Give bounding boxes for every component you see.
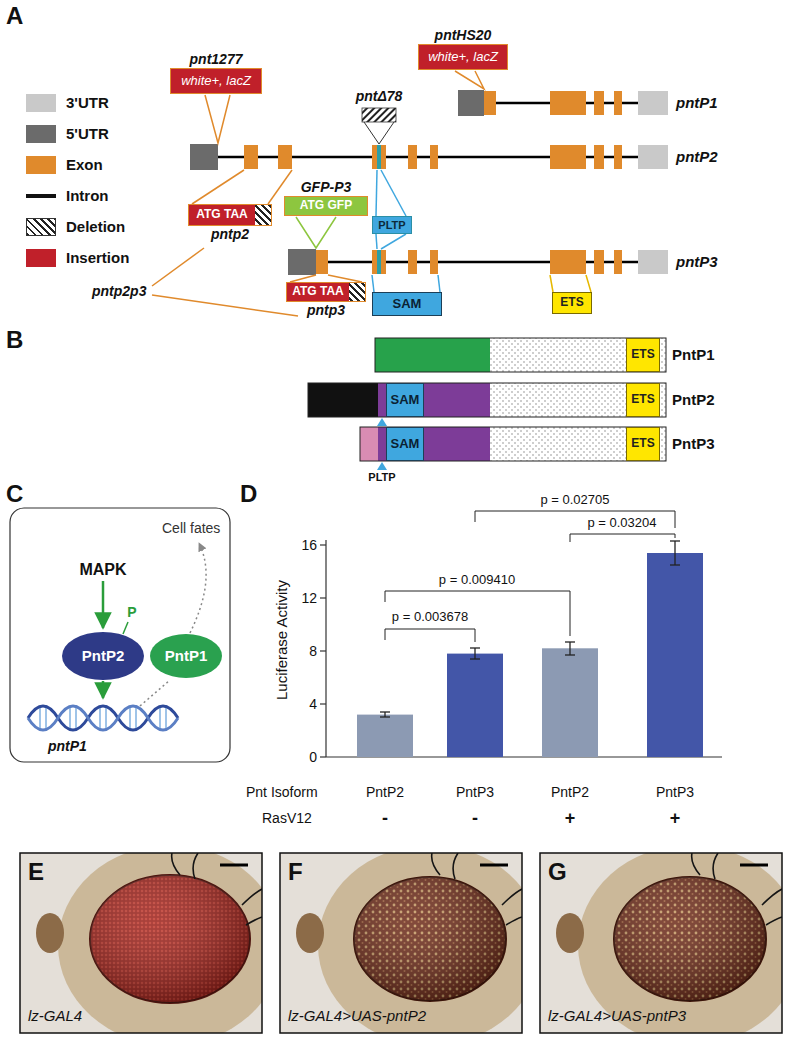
legend-swatch xyxy=(26,187,56,205)
transcript-name: pntP3 xyxy=(676,253,718,270)
node-text: PntP1 xyxy=(165,648,208,665)
gene-models xyxy=(152,71,668,316)
legend-swatch xyxy=(26,218,56,236)
condition-sign: - xyxy=(472,808,478,829)
node-text: ATG TAA xyxy=(292,285,344,298)
genotype-caption: lz-GAL4>UAS-pntP2 xyxy=(288,1007,426,1024)
protein-bars xyxy=(308,338,666,470)
pathway-panel xyxy=(10,508,230,762)
allele-label: pnt1277 xyxy=(190,52,243,67)
node-text: SAM xyxy=(391,393,420,407)
kinase-label: MAPK xyxy=(79,561,126,579)
node-text: SAM xyxy=(393,297,422,311)
ets-domain: ETS xyxy=(626,338,660,372)
node-text: ETS xyxy=(631,437,654,450)
transcript-name: pntP1 xyxy=(676,94,718,111)
bar-chart xyxy=(320,511,722,757)
sam-domain: SAM xyxy=(386,427,424,461)
axis-title: Luciferase Activity xyxy=(273,580,290,700)
node-text: SAM xyxy=(391,437,420,451)
sam-domain: SAM xyxy=(372,292,442,316)
allele-label: pntp2p3 xyxy=(92,283,146,299)
protein-name: PntP2 xyxy=(672,391,715,408)
p-value: p = 0.02705 xyxy=(540,493,609,508)
legend-label: Deletion xyxy=(66,218,125,235)
legend-swatch xyxy=(26,94,56,112)
tick-label: 4 xyxy=(309,696,317,712)
protein-name: PntP1 xyxy=(672,346,715,363)
legend-label: Insertion xyxy=(66,249,129,266)
row-header: Pnt Isoform xyxy=(246,784,318,800)
genotype-caption: lz-GAL4>UAS-pntP3 xyxy=(548,1007,686,1024)
legend-swatch xyxy=(26,249,56,267)
outcome-label: Cell fates xyxy=(162,520,220,536)
node-text: ETS xyxy=(631,393,654,406)
node-text: white+, lacZ xyxy=(428,50,498,64)
category-label: PntP2 xyxy=(366,784,404,800)
panel-letter: D xyxy=(240,480,257,508)
allele-label: pntp2 xyxy=(211,227,249,242)
ets-domain: ETS xyxy=(552,292,592,314)
motif-label: PLTP xyxy=(368,471,395,484)
insertion-box: pntHS20white+, lacZ xyxy=(418,44,508,70)
condition-sign: - xyxy=(382,808,388,829)
node-text: PLTP xyxy=(378,219,405,231)
p-value: p = 0.009410 xyxy=(439,573,515,588)
p-value: p = 0.003678 xyxy=(392,610,468,625)
category-label: PntP3 xyxy=(656,784,694,800)
panel-letter: E xyxy=(28,858,44,886)
tick-label: 12 xyxy=(301,590,317,606)
panel-letter: A xyxy=(6,2,23,30)
legend-swatch xyxy=(26,125,56,143)
panel-letter: F xyxy=(288,858,303,886)
node-text: ATG GFP xyxy=(300,199,352,212)
row-header: RasV12 xyxy=(262,810,312,826)
allele-label: pntΔ78 xyxy=(356,88,403,104)
protein-name: PntP3 xyxy=(672,435,715,452)
allele-label: pntp3 xyxy=(307,303,345,318)
protein-oval: PntP2 xyxy=(62,632,144,680)
eye-photos xyxy=(20,845,799,1040)
node-text: white+, lacZ xyxy=(181,74,251,88)
phospho-label: P xyxy=(127,604,136,620)
sam-domain: SAM xyxy=(386,383,424,417)
gfp-insertion-box: GFP-P3ATG GFP xyxy=(284,196,368,216)
tick-label: 0 xyxy=(309,749,317,765)
panel-letter: G xyxy=(548,858,567,886)
legend-swatch xyxy=(26,156,56,174)
tick-label: 8 xyxy=(309,643,317,659)
legend-label: Exon xyxy=(66,156,103,173)
stop-insertion-box: ATG TAApntp2 xyxy=(188,204,272,226)
allele-label: GFP-P3 xyxy=(301,180,352,195)
allele-label: pntHS20 xyxy=(435,28,492,43)
condition-sign: + xyxy=(670,808,681,829)
node-text: ETS xyxy=(631,348,654,361)
transcript-name: pntP2 xyxy=(676,148,718,165)
legend-label: 3'UTR xyxy=(66,94,109,111)
pltp-box: PLTP xyxy=(372,216,412,234)
p-value: p = 0.03204 xyxy=(587,516,656,531)
ets-domain: ETS xyxy=(626,427,660,461)
node-text: ETS xyxy=(560,296,583,309)
node-text: ATG TAA xyxy=(196,208,248,221)
node-text: PntP2 xyxy=(82,648,125,665)
gene-label: pntP1 xyxy=(48,738,87,754)
tick-label: 16 xyxy=(301,537,317,553)
ets-domain: ETS xyxy=(626,383,660,417)
panel-letter: B xyxy=(6,326,23,354)
condition-sign: + xyxy=(565,808,576,829)
protein-oval: PntP1 xyxy=(150,634,222,678)
panel-letter: C xyxy=(6,480,23,508)
category-label: PntP3 xyxy=(456,784,494,800)
category-label: PntP2 xyxy=(551,784,589,800)
genotype-caption: lz-GAL4 xyxy=(28,1007,82,1024)
insertion-box: pnt1277white+, lacZ xyxy=(170,68,262,94)
stop-insertion-box: ATG TAApntp3 xyxy=(286,282,366,302)
legend-label: Intron xyxy=(66,187,109,204)
legend-label: 5'UTR xyxy=(66,125,109,142)
